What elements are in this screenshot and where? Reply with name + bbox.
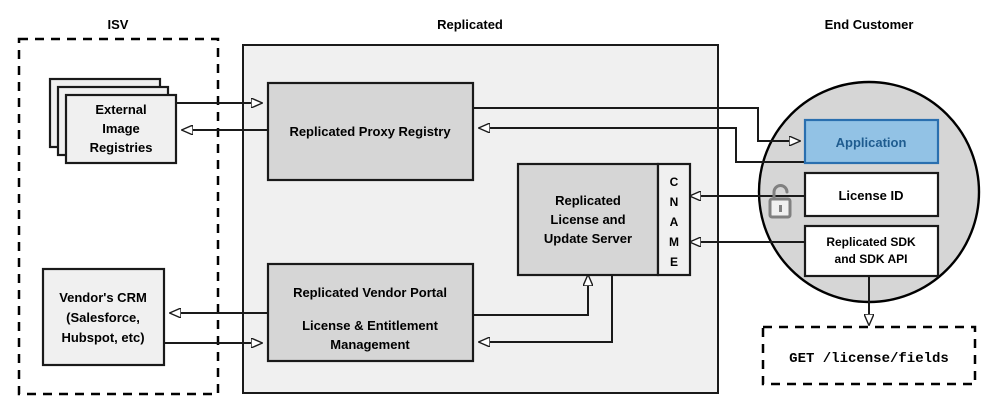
cname-letter-5: E [670,255,678,269]
application-label: Application [836,135,907,150]
node-license-update-server[interactable]: Replicated License and Update Server [516,162,660,277]
unlocked-padlock-icon [768,184,792,219]
vendors-crm-line3: Hubspot, etc) [61,330,144,345]
license-update-server-line2: License and [550,212,625,227]
connector-license-server-to-vendor-portal [479,275,613,342]
cname-letter-3: A [670,215,679,229]
node-external-image-registries[interactable]: External Image Registries [64,93,178,165]
node-application[interactable]: Application [803,118,940,165]
external-image-registries-line1: External [95,102,146,117]
sdk-line2: and SDK API [835,252,908,266]
node-cname-strip[interactable]: C N A M E [656,162,692,277]
node-replicated-vendor-portal[interactable]: Replicated Vendor Portal License & Entit… [266,262,475,363]
cname-letter-1: C [670,175,679,189]
external-image-registries-line3: Registries [90,140,153,155]
api-call-label: GET /license/fields [789,351,949,367]
connector-application-to-proxy [479,128,805,163]
zone-label-isv: ISV [108,17,129,32]
license-update-server-line3: Update Server [544,231,632,246]
vendors-crm-line2: (Salesforce, [66,310,140,325]
sdk-line1: Replicated SDK [826,235,916,249]
external-image-registries-line2: Image [102,121,140,136]
proxy-registry-label: Replicated Proxy Registry [289,124,451,139]
vendor-portal-line1: Replicated Vendor Portal [293,285,447,300]
connector-vendor-portal-to-license-server [473,275,588,316]
license-id-label: License ID [838,188,903,203]
license-update-server-line1: Replicated [555,193,621,208]
cname-letter-4: M [669,235,679,249]
node-license-id[interactable]: License ID [803,171,940,218]
connector-proxy-to-application [473,107,800,141]
node-api-call[interactable]: GET /license/fields [761,325,977,386]
zone-label-end-customer: End Customer [825,17,914,32]
cname-letter-2: N [670,195,679,209]
isv-zone-boundary [17,37,220,396]
node-vendors-crm[interactable]: Vendor's CRM (Salesforce, Hubspot, etc) [41,267,166,367]
zone-label-replicated: Replicated [437,17,503,32]
vendor-portal-line3: Management [330,337,410,352]
node-replicated-sdk[interactable]: Replicated SDK and SDK API [803,224,940,278]
vendors-crm-line1: Vendor's CRM [59,290,147,305]
node-replicated-proxy-registry[interactable]: Replicated Proxy Registry [266,81,475,182]
vendor-portal-line2: License & Entitlement [302,318,438,333]
